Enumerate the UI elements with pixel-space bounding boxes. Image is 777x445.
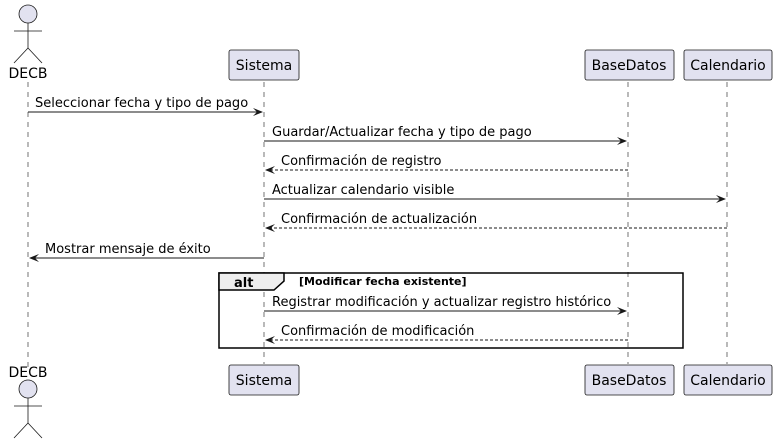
alt-fragment-frame <box>218 272 684 349</box>
participant-basedatos-label-bottom: BaseDatos <box>592 373 667 389</box>
participant-calendario-label-bottom: Calendario <box>690 373 765 389</box>
message-5: Confirmación de actualización <box>265 212 727 232</box>
actor-decb-bottom: DECB <box>8 365 48 439</box>
participant-calendario-top: Calendario <box>683 49 773 81</box>
participant-sistema-top: Sistema <box>228 49 300 81</box>
alt-fragment-tab <box>218 272 285 291</box>
message-7: Registrar modificación y actualizar regi… <box>264 295 627 315</box>
message-label: Seleccionar fecha y tipo de pago <box>35 96 248 111</box>
message-label: Confirmación de actualización <box>281 212 477 227</box>
participant-basedatos-bottom: BaseDatos <box>584 364 675 396</box>
message-3: Confirmación de registro <box>265 154 628 174</box>
message-label: Registrar modificación y actualizar regi… <box>272 295 611 310</box>
message-6: Mostrar mensaje de éxito <box>29 242 264 262</box>
alt-fragment: alt [Modificar fecha existente] <box>218 272 684 349</box>
message-2: Guardar/Actualizar fecha y tipo de pago <box>264 125 627 145</box>
participant-basedatos-label: BaseDatos <box>592 58 667 74</box>
participant-sistema-bottom: Sistema <box>228 364 300 396</box>
message-label: Actualizar calendario visible <box>272 183 454 198</box>
alt-condition: [Modificar fecha existente] <box>299 275 467 288</box>
message-label: Confirmación de modificación <box>281 324 474 339</box>
participant-calendario-bottom: Calendario <box>683 364 773 396</box>
participant-sistema-label-bottom: Sistema <box>236 373 292 389</box>
message-label: Confirmación de registro <box>281 154 442 169</box>
actor-decb-label: DECB <box>8 66 47 82</box>
message-label: Mostrar mensaje de éxito <box>45 242 211 257</box>
actor-decb-top: DECB <box>8 4 48 82</box>
participant-calendario-label: Calendario <box>690 58 765 74</box>
message-4: Actualizar calendario visible <box>264 183 726 203</box>
message-8: Confirmación de modificación <box>265 324 628 344</box>
participant-basedatos-top: BaseDatos <box>584 49 675 81</box>
message-label: Guardar/Actualizar fecha y tipo de pago <box>272 125 532 140</box>
alt-keyword: alt <box>234 276 253 291</box>
actor-decb-label-bottom: DECB <box>8 365 47 381</box>
actor-head <box>18 379 38 399</box>
participant-sistema-label: Sistema <box>236 58 292 74</box>
message-1: Seleccionar fecha y tipo de pago <box>28 96 263 116</box>
actor-head <box>18 4 38 24</box>
